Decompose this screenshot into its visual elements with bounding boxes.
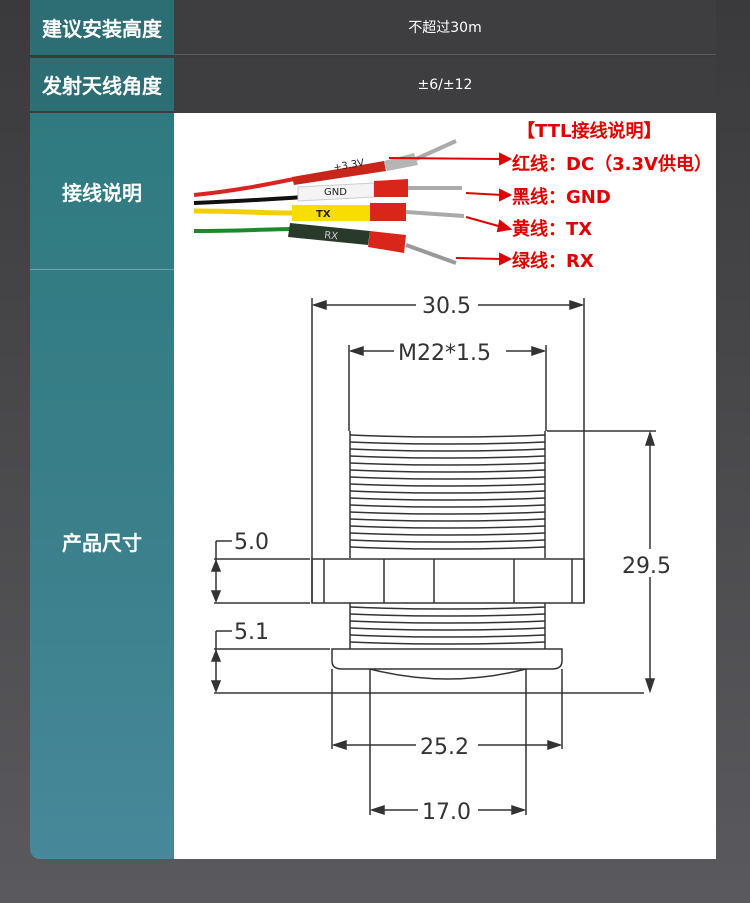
- thread-ridge: [349, 462, 546, 466]
- thread-ridge: [349, 620, 546, 624]
- thread-ridge: [349, 441, 546, 445]
- wiring-title: 【TTL接线说明】: [517, 120, 661, 142]
- sleeve-label: RX: [324, 230, 339, 242]
- wiring-line-green: 绿线：RX: [512, 250, 594, 272]
- sleeve-label: +3.3V: [333, 158, 366, 174]
- thread-ridge: [349, 434, 546, 438]
- dimension-thread: M22*1.5: [398, 341, 491, 366]
- green-sleeve: [288, 223, 370, 245]
- spec-label: 建议安装高度: [30, 0, 174, 55]
- dimension-nut-thickness: 5.0: [234, 530, 269, 555]
- thread-ridge: [349, 532, 546, 536]
- wiring-line-yellow: 黄线：TX: [512, 218, 592, 240]
- spec-label: 发射天线角度: [30, 58, 174, 111]
- thread-ridge: [349, 641, 546, 645]
- dimension-width: 30.5: [422, 294, 471, 319]
- thread-ridge: [349, 525, 546, 529]
- dimension-flange-thickness: 5.1: [234, 620, 269, 645]
- content-drawing: +3.3V GND TX RX: [193, 120, 712, 825]
- wiring-line-red: 红线：DC（3.3V供电）: [512, 153, 712, 175]
- wiring-diagram: +3.3V GND TX RX: [193, 120, 712, 272]
- sleeve-label: TX: [316, 209, 331, 220]
- dimensions-label: 产品尺寸: [62, 531, 142, 555]
- dimension-lens-diameter: 17.0: [422, 800, 471, 825]
- divider: [30, 269, 174, 270]
- dimension-labels: 30.5 M22*1.5 5.0 5.1 29.5 25.2 17.0: [234, 291, 682, 825]
- thread-ridge: [349, 504, 546, 508]
- yellow-sleeve: [292, 205, 370, 221]
- thread-ridge: [349, 490, 546, 494]
- thread-ridge: [349, 476, 546, 480]
- thread-ridge: [349, 497, 546, 501]
- sleeve-label: GND: [324, 187, 347, 198]
- thread-ridge: [349, 634, 546, 638]
- thread-ridge: [349, 546, 546, 550]
- dimension-drawing: [210, 298, 656, 816]
- left-label-panel: 接线说明 产品尺寸: [30, 113, 174, 859]
- spec-row-antenna-angle: 发射天线角度 ±6/±12: [30, 58, 716, 111]
- thread-ridge: [349, 627, 546, 631]
- dimension-height: 29.5: [622, 554, 671, 579]
- thread-ridge: [349, 613, 546, 617]
- wiring-line-black: 黑线：GND: [512, 186, 611, 208]
- spec-value: ±6/±12: [174, 58, 716, 111]
- thread-ridge: [349, 448, 546, 452]
- thread-ridge: [349, 455, 546, 459]
- wiring-label: 接线说明: [62, 181, 142, 205]
- thread-ridge: [349, 518, 546, 522]
- content-panel: +3.3V GND TX RX: [174, 113, 716, 859]
- dimension-flange-diameter: 25.2: [420, 735, 469, 760]
- thread-ridge: [349, 483, 546, 487]
- thread-ridge: [349, 539, 546, 543]
- thread-ridge: [349, 469, 546, 473]
- thread-ridge: [349, 606, 546, 610]
- red-sleeve: [292, 161, 386, 185]
- thread-ridge: [349, 511, 546, 515]
- spec-row-install-height: 建议安装高度 不超过30m: [30, 0, 716, 55]
- spec-value: 不超过30m: [174, 0, 716, 55]
